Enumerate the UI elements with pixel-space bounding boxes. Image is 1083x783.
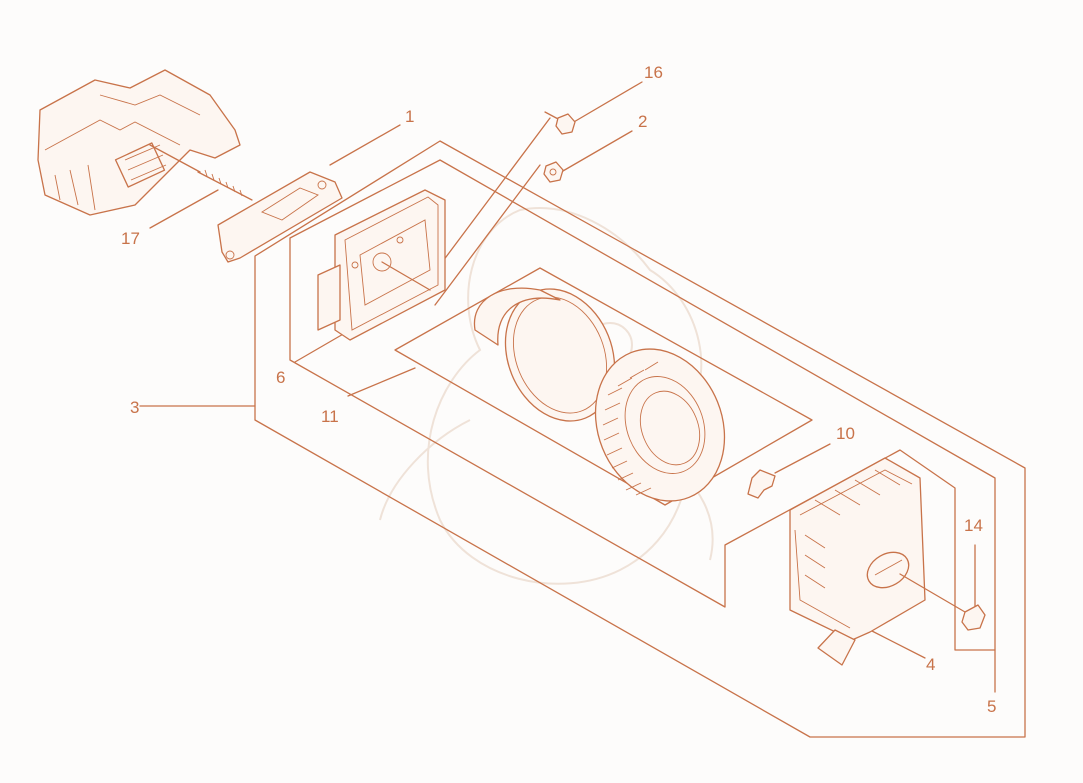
base-plate-part — [317, 189, 446, 341]
callout-1: 1 — [405, 107, 415, 126]
callout-11: 11 — [321, 407, 339, 426]
nut-part — [543, 161, 564, 183]
cover-housing-part — [789, 457, 926, 666]
callout-6: 6 — [276, 368, 286, 387]
bracket-group-5 — [289, 159, 996, 651]
carburetor-part — [37, 69, 241, 216]
leader-lines — [139, 81, 996, 693]
wing-nut-part — [899, 573, 986, 631]
callout-5: 5 — [987, 697, 997, 716]
callout-14: 14 — [964, 516, 983, 535]
fitting-part — [747, 469, 776, 499]
callout-17: 17 — [121, 229, 140, 248]
callout-3: 3 — [130, 398, 140, 417]
callout-4: 4 — [926, 655, 936, 674]
pre-filter-sleeve-part — [473, 287, 616, 422]
stud-part — [149, 144, 253, 201]
gasket-part — [217, 171, 343, 263]
callout-10: 10 — [836, 424, 855, 443]
bracket-group-3 — [254, 140, 1026, 738]
callout-2: 2 — [638, 112, 648, 131]
callout-16: 16 — [644, 63, 663, 82]
bolt-part — [544, 111, 576, 135]
filter-element-part — [594, 348, 726, 502]
